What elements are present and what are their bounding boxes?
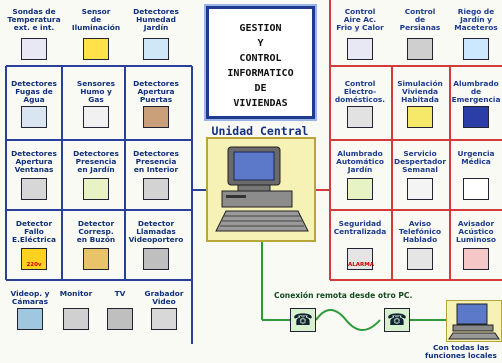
water-leak-icon <box>21 106 47 128</box>
right-item-label: Servicio Despertador Semanal <box>393 149 447 174</box>
right-item-label: Control de Persianas <box>399 7 441 32</box>
left-item-label: Sensores Humo y Gas <box>76 79 116 104</box>
alarm-clock-icon <box>407 178 433 200</box>
right-item-label: Control Electro- domésticos. <box>334 79 386 104</box>
left-item-label: Detectores Humedad Jardín <box>133 7 179 32</box>
diagram-title: GESTION Y CONTROL INFORMATICO DE VIVIEND… <box>227 23 294 109</box>
security-panel-icon: ALARMA <box>347 248 374 270</box>
right-item-label: Control Aire Ac. Frio y Calor <box>336 7 384 32</box>
siren-icon <box>463 248 489 270</box>
central-unit-label: Unidad Central <box>211 124 309 138</box>
left-item-label: Videop. y Cámaras <box>10 289 50 306</box>
title-box: GESTION Y CONTROL INFORMATICO DE VIVIEND… <box>204 4 317 121</box>
left-item-label: TV <box>114 289 126 298</box>
sprinkler-icon <box>463 38 489 60</box>
left-item-label: Detectores Presencia en Jardín <box>73 149 119 174</box>
left-item-label: Detectores Presencia en Interior <box>133 149 179 174</box>
remote-connection-label: Conexión remota desde otro PC. <box>274 291 413 300</box>
garden-light-icon <box>347 178 373 200</box>
right-item-label: Alumbrado de Emergencia <box>451 79 501 104</box>
appliance-icon <box>347 106 373 128</box>
left-item-label: Grabador Video <box>144 289 184 306</box>
right-item-label: Riego de Jardín y Maceteros <box>454 7 498 32</box>
thermometer-icon <box>21 38 47 60</box>
vcr-icon <box>151 308 177 330</box>
remote-computer-icon <box>448 303 500 340</box>
left-item-label: Detector Llamadas Videoportero <box>128 219 184 244</box>
left-item-label: Detector Corresp. en Buzón <box>76 219 116 244</box>
left-item-label: Detectores Apertura Ventanas <box>11 149 57 174</box>
left-item-label: Monitor <box>59 289 93 298</box>
emergency-light-icon <box>463 106 489 128</box>
right-item-label: Alumbrado Automático Jardín <box>336 149 384 174</box>
remote-computer <box>446 300 502 342</box>
blinds-icon <box>407 38 433 60</box>
left-item-label: Detectores Fugas de Agua <box>11 79 57 104</box>
right-item-label: Simulación Vivienda Habitada <box>397 79 443 104</box>
door-sensor-icon <box>143 106 169 128</box>
remote-note: Con todas las funciones locales <box>425 343 497 360</box>
left-item-label: Sondas de Temperatura ext. e int. <box>7 7 61 32</box>
telephone-icon <box>407 248 433 270</box>
mailbox-icon <box>83 248 109 270</box>
simulation-icon <box>407 106 433 128</box>
window-sensor-icon <box>21 178 47 200</box>
smoke-sensor-icon <box>83 106 109 128</box>
central-unit <box>206 137 316 242</box>
videophone-icon <box>143 248 169 270</box>
humidity-sensor-icon <box>143 38 169 60</box>
tv-icon <box>107 308 133 330</box>
monitor-icon <box>63 308 89 330</box>
garden-presence-icon <box>83 178 109 200</box>
light-sensor-icon <box>83 38 109 60</box>
left-item-label: Sensor de Iluminación <box>71 7 121 32</box>
power-failure-icon: 220v <box>21 248 47 270</box>
right-item-label: Seguridad Centralizada <box>333 219 387 236</box>
air-conditioner-icon <box>347 38 373 60</box>
indoor-presence-icon <box>143 178 169 200</box>
medical-cross-icon <box>463 178 489 200</box>
left-item-label: Detectores Apertura Puertas <box>133 79 179 104</box>
left-item-label: Detector Fallo E.Eléctrica <box>12 219 56 244</box>
right-item-badge: ALARMA <box>348 262 374 268</box>
computer-icon <box>215 146 309 232</box>
remote-phone-right: ☎ <box>384 308 410 332</box>
right-item-label: Aviso Telefónico Hablado <box>398 219 442 244</box>
remote-phone-left: ☎ <box>290 308 316 332</box>
left-item-badge: 220v <box>26 262 42 268</box>
camera-icon <box>17 308 43 330</box>
right-item-label: Avisador Acústico Luminoso <box>455 219 497 244</box>
right-item-label: Urgencia Médica <box>457 149 495 166</box>
